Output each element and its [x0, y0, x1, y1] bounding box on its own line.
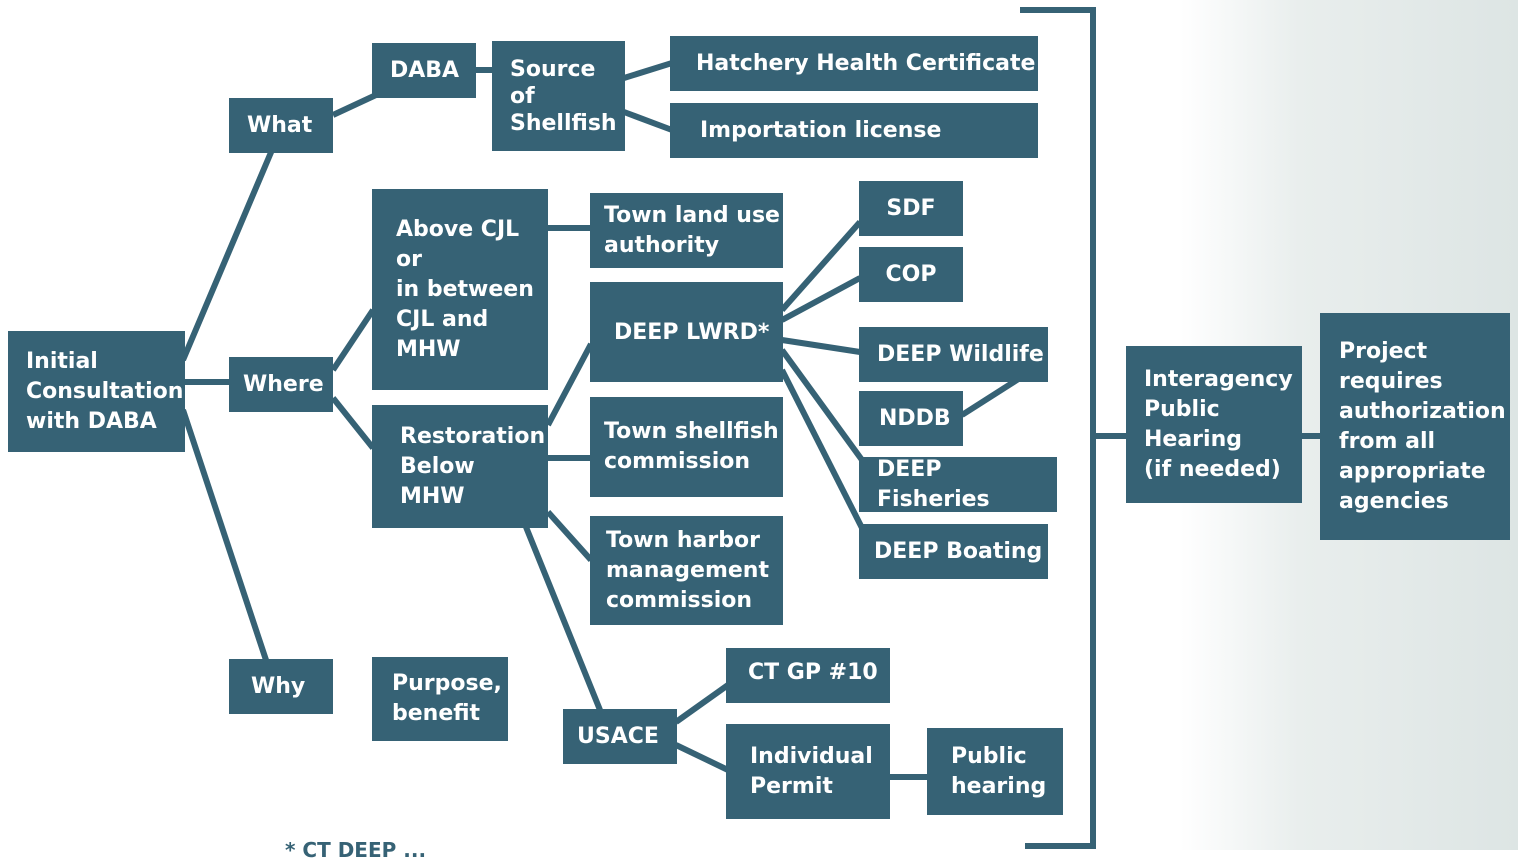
connector-usace-individual	[674, 742, 730, 773]
node-purpose-benefit: Purpose, benefit	[372, 657, 508, 741]
node-deep-fisheries: DEEP Fisheries	[859, 457, 1057, 512]
node-importation-license: Importation license	[670, 103, 1038, 158]
node-what: What	[229, 98, 333, 153]
connector-restoration-harbor	[545, 509, 594, 563]
node-daba: DABA	[372, 43, 476, 98]
connector-lwrd-boating	[779, 368, 865, 530]
node-where: Where	[229, 357, 333, 412]
node-usace: USACE	[563, 709, 677, 764]
node-ct-gp-10: CT GP #10	[726, 648, 890, 703]
connector-lwrd-fisheries	[779, 348, 865, 462]
connector-lwrd-cop	[780, 275, 862, 323]
connector-usace-gp10	[674, 682, 730, 725]
connector-restoration-usace	[523, 525, 603, 712]
node-cop: COP	[859, 247, 963, 302]
node-deep-boating: DEEP Boating	[859, 524, 1048, 579]
footnote: * CT DEEP ...	[285, 838, 427, 862]
connector-what-daba	[331, 92, 378, 118]
node-nddb: NDDB	[859, 391, 963, 446]
bracket	[1020, 7, 1096, 849]
connector-initial-why	[180, 409, 269, 661]
connector-where-restoration	[330, 396, 376, 450]
node-town-harbor-management: Town harbor management commission	[590, 516, 783, 625]
node-public-hearing: Public hearing	[927, 728, 1063, 815]
node-initial-consultation: Initial Consultation with DABA	[8, 331, 185, 452]
connector-nddb-wildlife	[960, 375, 1022, 418]
node-town-shellfish-commission: Town shellfish commission	[590, 397, 783, 497]
node-why: Why	[229, 659, 333, 714]
connector-where-above	[330, 308, 376, 372]
node-source-of-shellfish: Source of Shellfish	[492, 41, 625, 151]
node-deep-lwrd: DEEP LWRD*	[590, 282, 783, 382]
node-above-cjl: Above CJL or in between CJL and MHW	[372, 189, 548, 390]
connector-initial-what	[180, 148, 275, 362]
node-town-land-use: Town land use authority	[590, 193, 783, 268]
connector-lwrd-wildlife	[781, 337, 861, 355]
node-individual-permit: Individual Permit	[726, 724, 890, 819]
connector-source-importation	[622, 109, 674, 133]
node-interagency-public-hearing: Interagency Public Hearing (if needed)	[1126, 346, 1302, 503]
node-sdf: SDF	[859, 181, 963, 236]
connector-restoration-lwrd	[545, 342, 594, 427]
node-restoration-below-mhw: Restoration Below MHW	[372, 405, 548, 528]
node-hatchery-health-certificate: Hatchery Health Certificate	[670, 36, 1038, 91]
node-project-requires-authorization: Project requires authorization from all …	[1320, 313, 1510, 540]
connector-source-hatchery	[623, 60, 673, 81]
node-deep-wildlife: DEEP Wildlife	[859, 327, 1048, 382]
connector-lwrd-sdf	[779, 220, 863, 312]
